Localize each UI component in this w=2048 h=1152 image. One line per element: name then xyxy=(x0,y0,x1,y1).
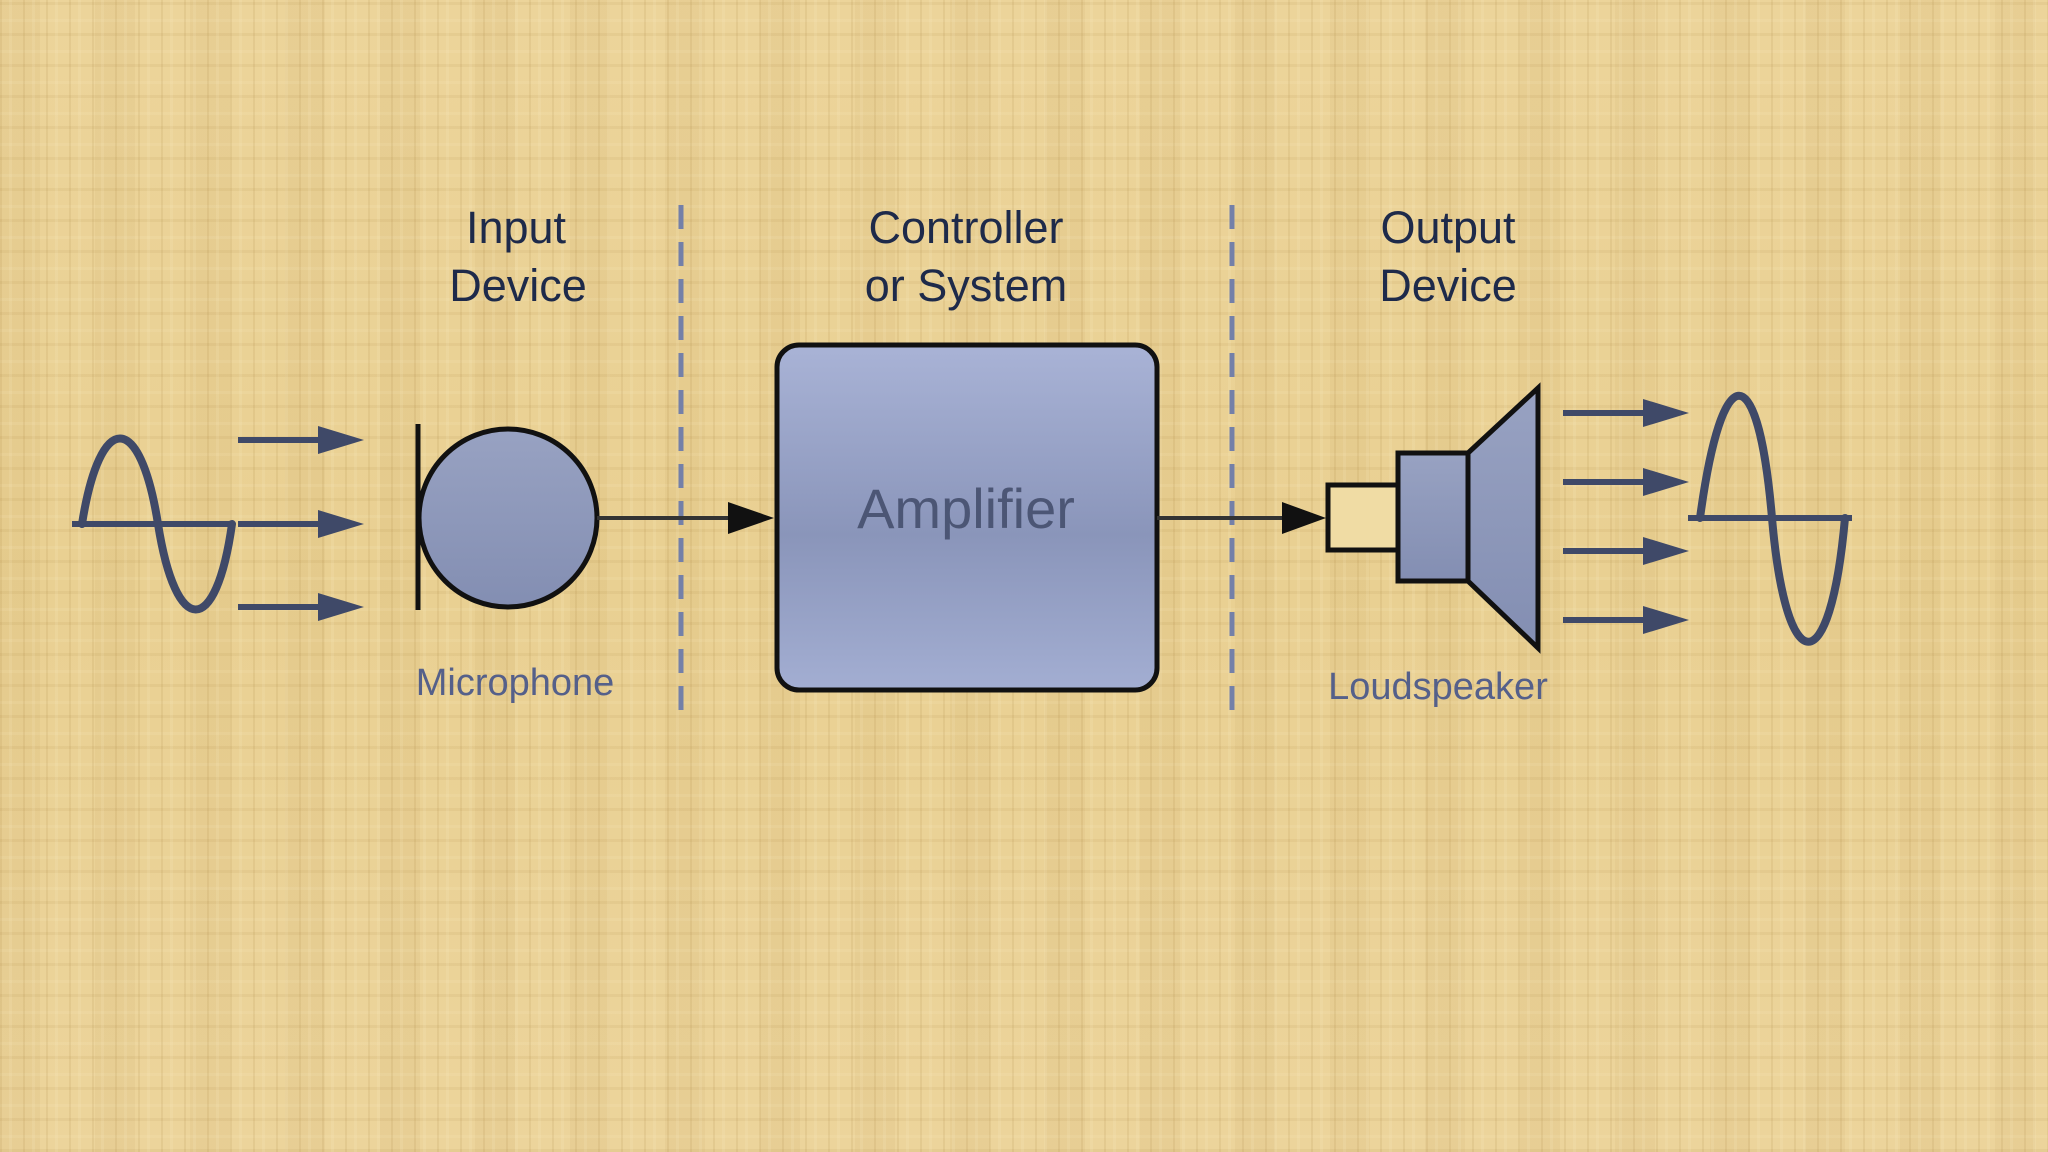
loudspeaker-icon xyxy=(1325,382,1541,654)
arrow-right-icon xyxy=(1563,468,1689,496)
signal-arrow-to-amplifier xyxy=(597,502,774,534)
controller-heading-line2: or System xyxy=(865,260,1068,311)
microphone-caption: Microphone xyxy=(416,662,615,704)
input-arrows-icon xyxy=(238,426,364,621)
amplifier-block: Amplifier xyxy=(774,342,1160,693)
output-sine-wave-icon xyxy=(1688,391,1852,646)
output-arrows-icon xyxy=(1563,399,1689,634)
signal-arrow-to-speaker xyxy=(1157,502,1326,534)
output-device-heading-line2: Device xyxy=(1379,260,1517,311)
arrow-right-icon xyxy=(238,593,364,621)
controller-heading-line1: Controller xyxy=(868,202,1063,253)
arrow-right-icon xyxy=(1563,606,1689,634)
arrow-right-icon xyxy=(1563,537,1689,565)
input-device-heading-line2: Device xyxy=(449,260,587,311)
output-device-heading-line1: Output xyxy=(1380,202,1516,253)
input-device-heading-line1: Input xyxy=(466,202,567,253)
arrow-right-icon xyxy=(238,510,364,538)
input-sine-wave-icon xyxy=(72,434,236,614)
amplifier-label: Amplifier xyxy=(857,477,1075,540)
arrow-right-icon xyxy=(1563,399,1689,427)
arrow-right-icon xyxy=(238,426,364,454)
loudspeaker-caption: Loudspeaker xyxy=(1328,666,1548,708)
microphone-icon xyxy=(415,424,600,610)
